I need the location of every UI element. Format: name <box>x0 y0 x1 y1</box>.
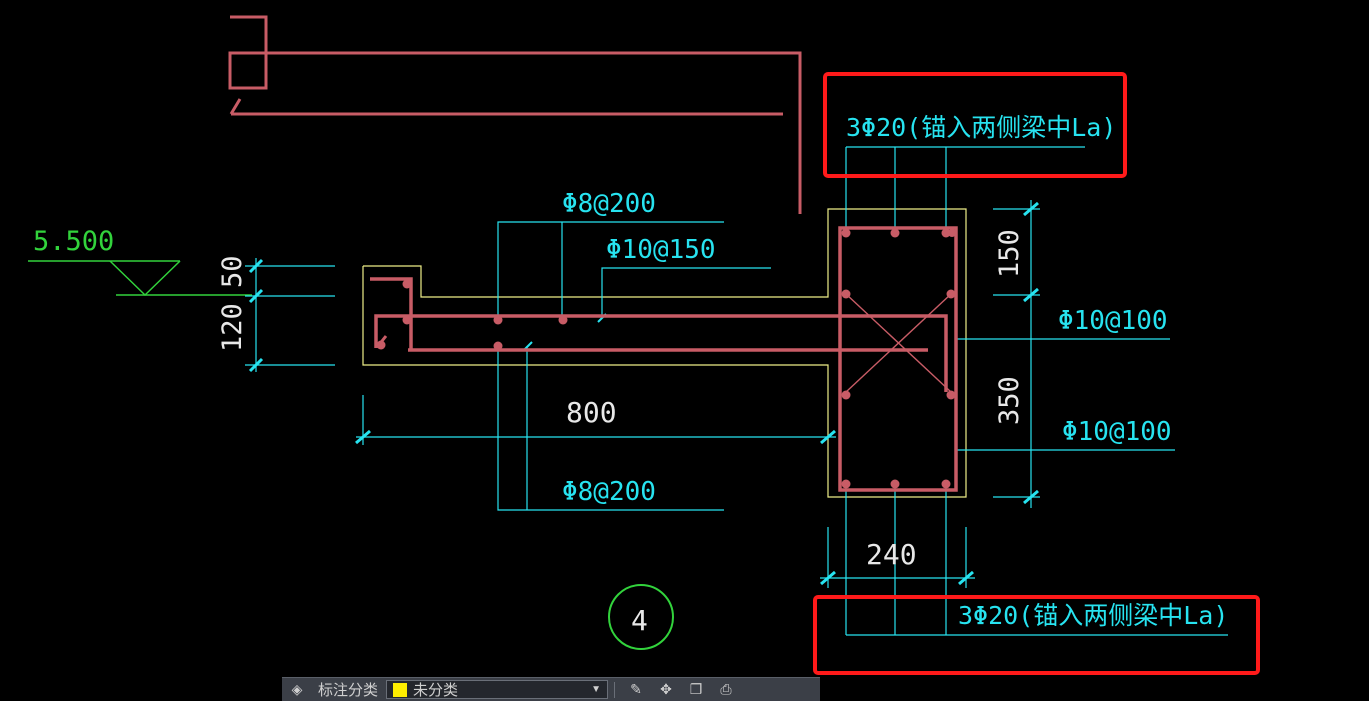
toolbar-divider <box>614 681 616 698</box>
stirrup-lower-label: Φ10@100 <box>1062 417 1172 447</box>
dim-50-label: 50 <box>217 255 248 288</box>
elevation-marker <box>28 260 252 297</box>
section-number-label: 4 <box>631 604 648 637</box>
top-note-highlight-box <box>823 72 1127 178</box>
reinforcement <box>370 226 958 492</box>
layer-dropdown[interactable]: 未分类 ▼ <box>386 680 609 699</box>
dim-240-label: 240 <box>866 538 917 571</box>
dimension-lines <box>245 146 1228 636</box>
layer-color-swatch <box>393 682 408 697</box>
elevation-label: 5.500 <box>33 226 114 257</box>
bottom-bars-note: 3Φ20(锚入两侧梁中La) <box>958 601 1228 630</box>
bottom-toolbar: ◈ 标注分类 未分类 ▼ ✎ ✥ ❐ ⎙ <box>282 677 820 701</box>
section-number-circle <box>608 584 674 650</box>
top-bars-note: 3Φ20(锚入两侧梁中La) <box>846 113 1116 142</box>
dim-800-label: 800 <box>566 396 617 429</box>
bottom-note-highlight-box <box>813 595 1260 675</box>
print-icon[interactable]: ⎙ <box>720 681 732 697</box>
dim-350-label: 350 <box>994 376 1025 425</box>
layer-category-label: 标注分类 <box>318 682 379 699</box>
dim-150-label: 150 <box>994 229 1025 278</box>
layer-dropdown-value: 未分类 <box>413 682 459 699</box>
layers-icon[interactable]: ◈ <box>291 681 303 697</box>
dim-120-label: 120 <box>217 303 248 352</box>
copy-icon[interactable]: ❐ <box>689 681 703 697</box>
edit-icon[interactable]: ✎ <box>630 681 642 697</box>
stirrup-upper-label: Φ10@100 <box>1058 306 1168 336</box>
move-icon[interactable]: ✥ <box>660 681 672 697</box>
slab-top-rebar-label: Φ8@200 <box>562 189 656 219</box>
slab-mid-rebar-label: Φ10@150 <box>606 235 716 265</box>
concrete-outline <box>362 208 967 498</box>
upper-detail-fragment <box>228 15 802 214</box>
rebar-dots <box>376 228 956 489</box>
chevron-down-icon: ▼ <box>591 684 602 695</box>
slab-bottom-rebar-label: Φ8@200 <box>562 477 656 507</box>
